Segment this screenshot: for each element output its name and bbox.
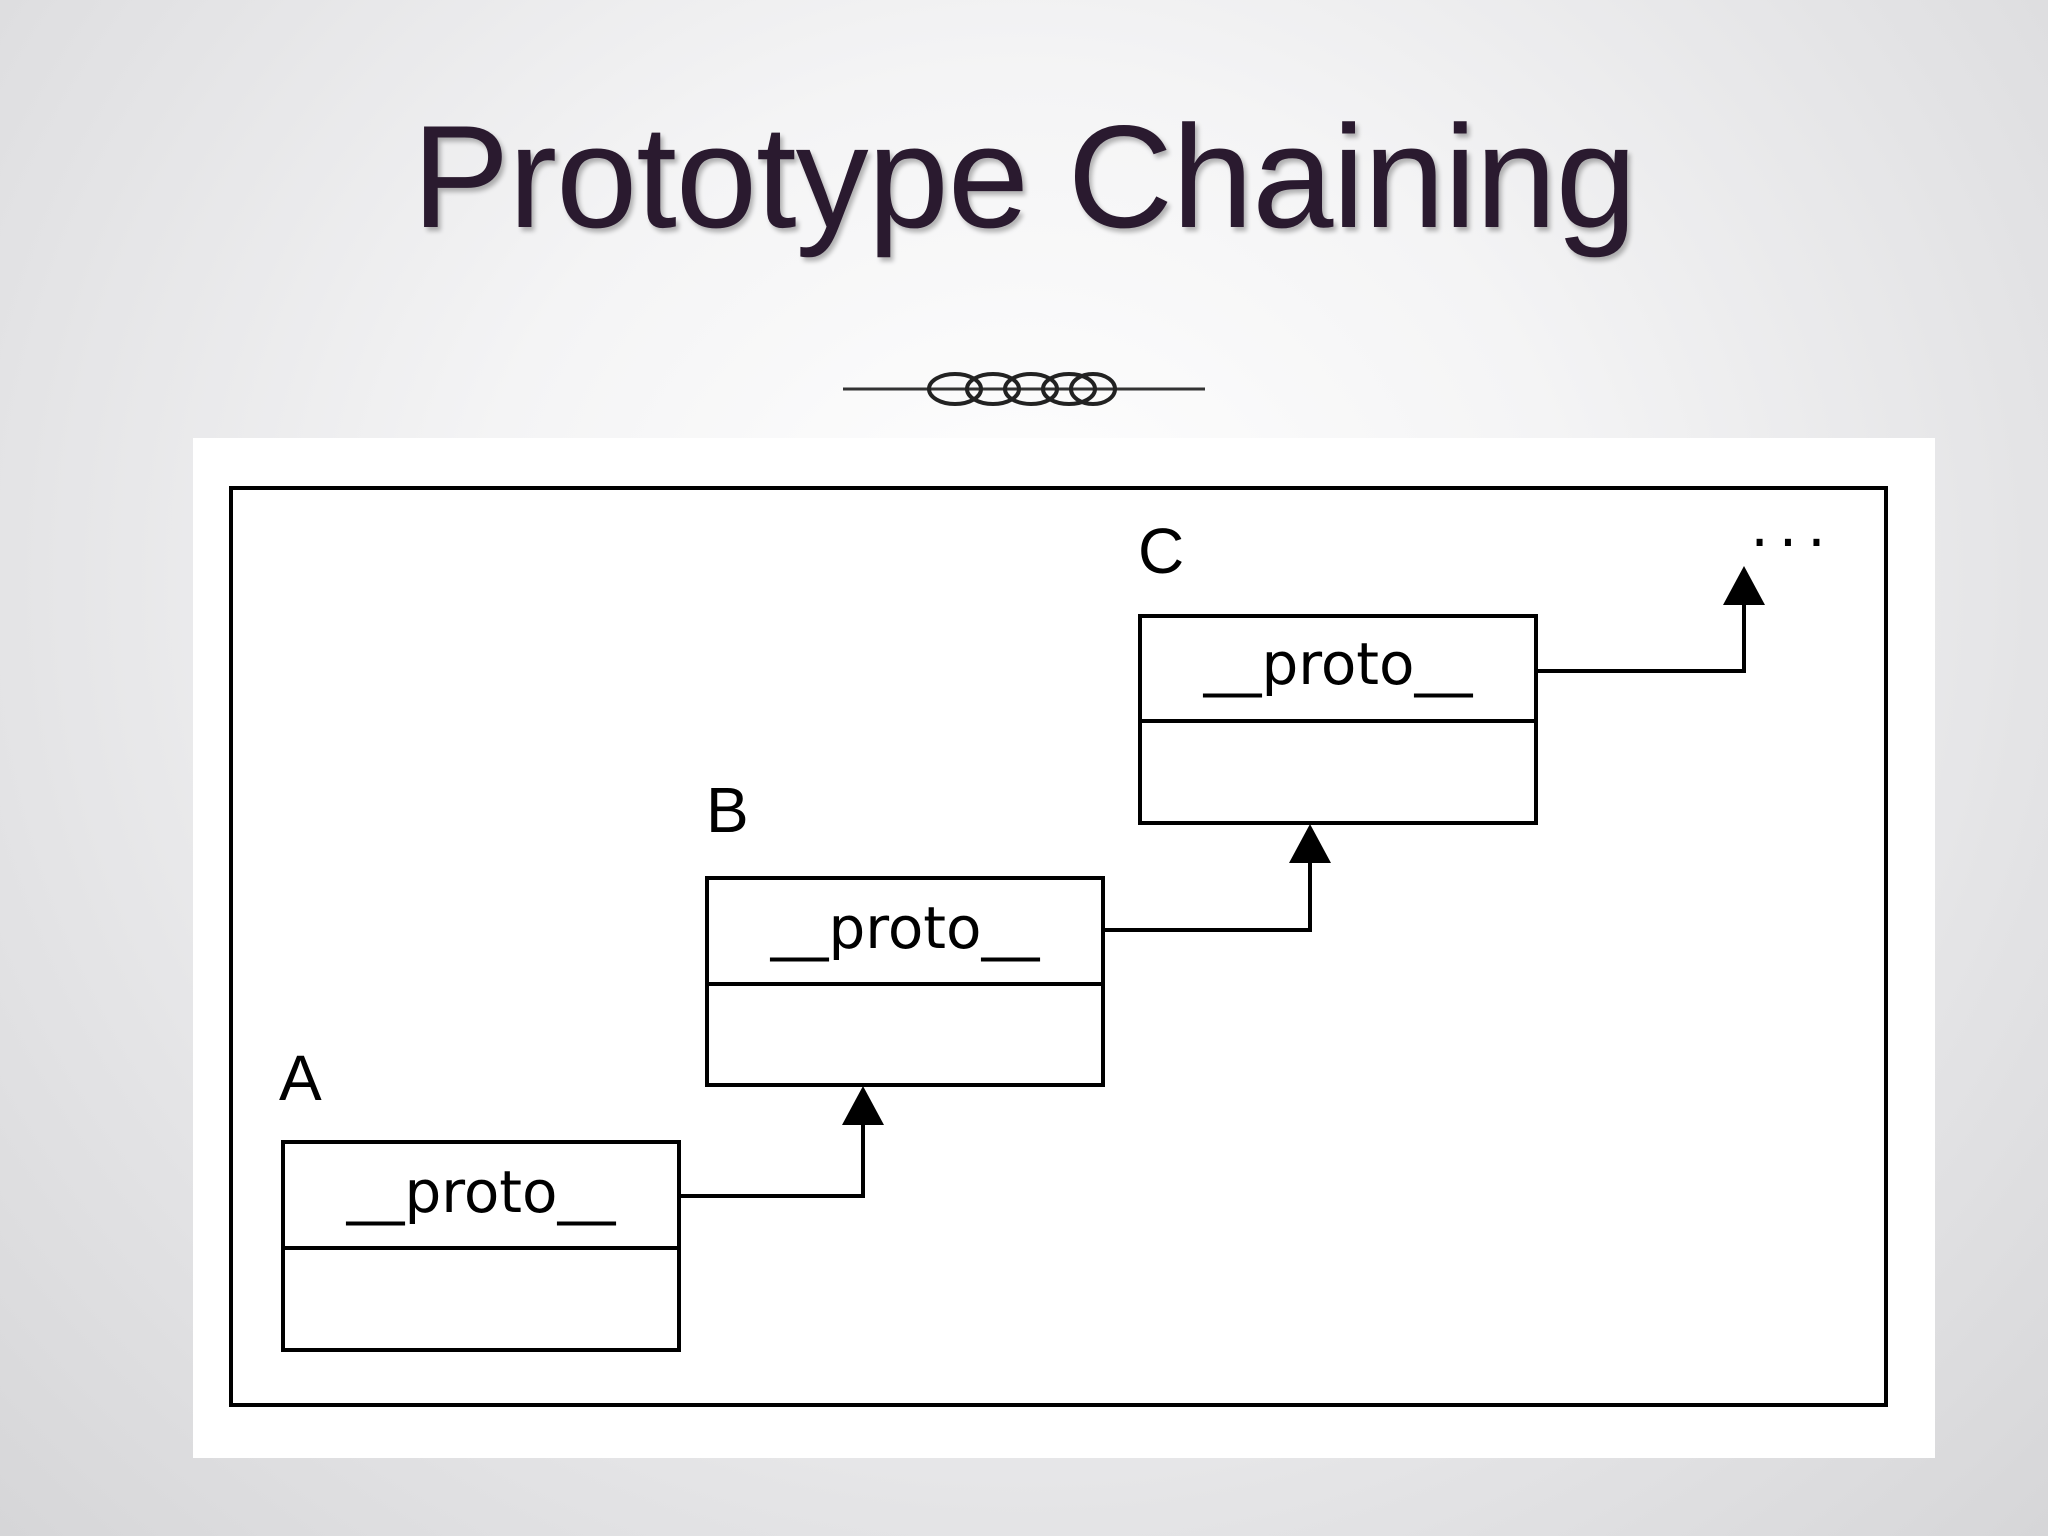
- arrow-c-to-next: [1536, 566, 1765, 673]
- object-b: B __proto__: [705, 774, 1105, 1087]
- arrow-b-to-c: [1103, 824, 1331, 932]
- object-c-label: C: [1138, 515, 1184, 587]
- prototype-chain-diagram: A __proto__ B __proto__ C __proto__: [229, 486, 1888, 1407]
- object-a-label: A: [279, 1042, 322, 1114]
- object-a: A __proto__: [279, 1042, 681, 1352]
- decorative-divider-icon: [843, 372, 1205, 406]
- diagram-frame: [229, 486, 1888, 1407]
- object-c: C __proto__: [1138, 515, 1538, 825]
- object-b-box: [705, 876, 1105, 1087]
- chain-continuation-ellipsis: ...: [1750, 492, 1835, 560]
- slide-title: Prototype Chaining: [412, 95, 1637, 258]
- object-a-proto-slot: __proto__: [345, 1158, 616, 1226]
- object-c-proto-slot: __proto__: [1202, 630, 1473, 698]
- diagram-panel: A __proto__ B __proto__ C __proto__: [193, 438, 1935, 1458]
- object-b-label: B: [706, 774, 749, 846]
- object-b-proto-slot: __proto__: [769, 894, 1040, 962]
- arrow-a-to-b: [679, 1086, 884, 1198]
